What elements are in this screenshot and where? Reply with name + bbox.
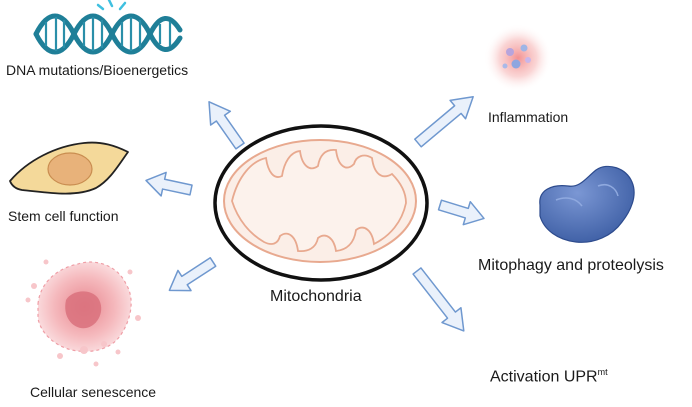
arrow-to-inflammation <box>414 95 474 148</box>
label-mitophagy: Mitophagy and proteolysis <box>478 257 664 274</box>
stem-cell-icon <box>9 141 129 195</box>
mitochondrion-illustration <box>213 124 429 282</box>
arrow-to-mitophagy <box>437 199 485 226</box>
upr-superscript: mt <box>597 367 608 377</box>
upr-text: Activation UPR <box>490 368 598 386</box>
arrow-to-senescence <box>168 257 217 292</box>
arrow-to-dna <box>208 101 245 150</box>
arrow-to-upr <box>412 267 465 332</box>
protein-aggregate-icon <box>539 165 635 243</box>
label-dna-mutations: DNA mutations/Bioenergetics <box>6 62 189 78</box>
label-cellular-senescence: Cellular senescence <box>30 384 157 400</box>
label-mitochondria: Mitochondria <box>270 288 362 305</box>
label-activation-upr: Activation UPRmt <box>490 367 608 386</box>
inflammation-icon <box>484 24 552 92</box>
dna-helix-icon <box>33 0 183 55</box>
label-stem-cell-function: Stem cell function <box>8 208 119 224</box>
senescent-cell-icon <box>25 259 141 367</box>
arrow-to-stem-cell <box>145 171 193 197</box>
label-inflammation: Inflammation <box>488 109 569 125</box>
